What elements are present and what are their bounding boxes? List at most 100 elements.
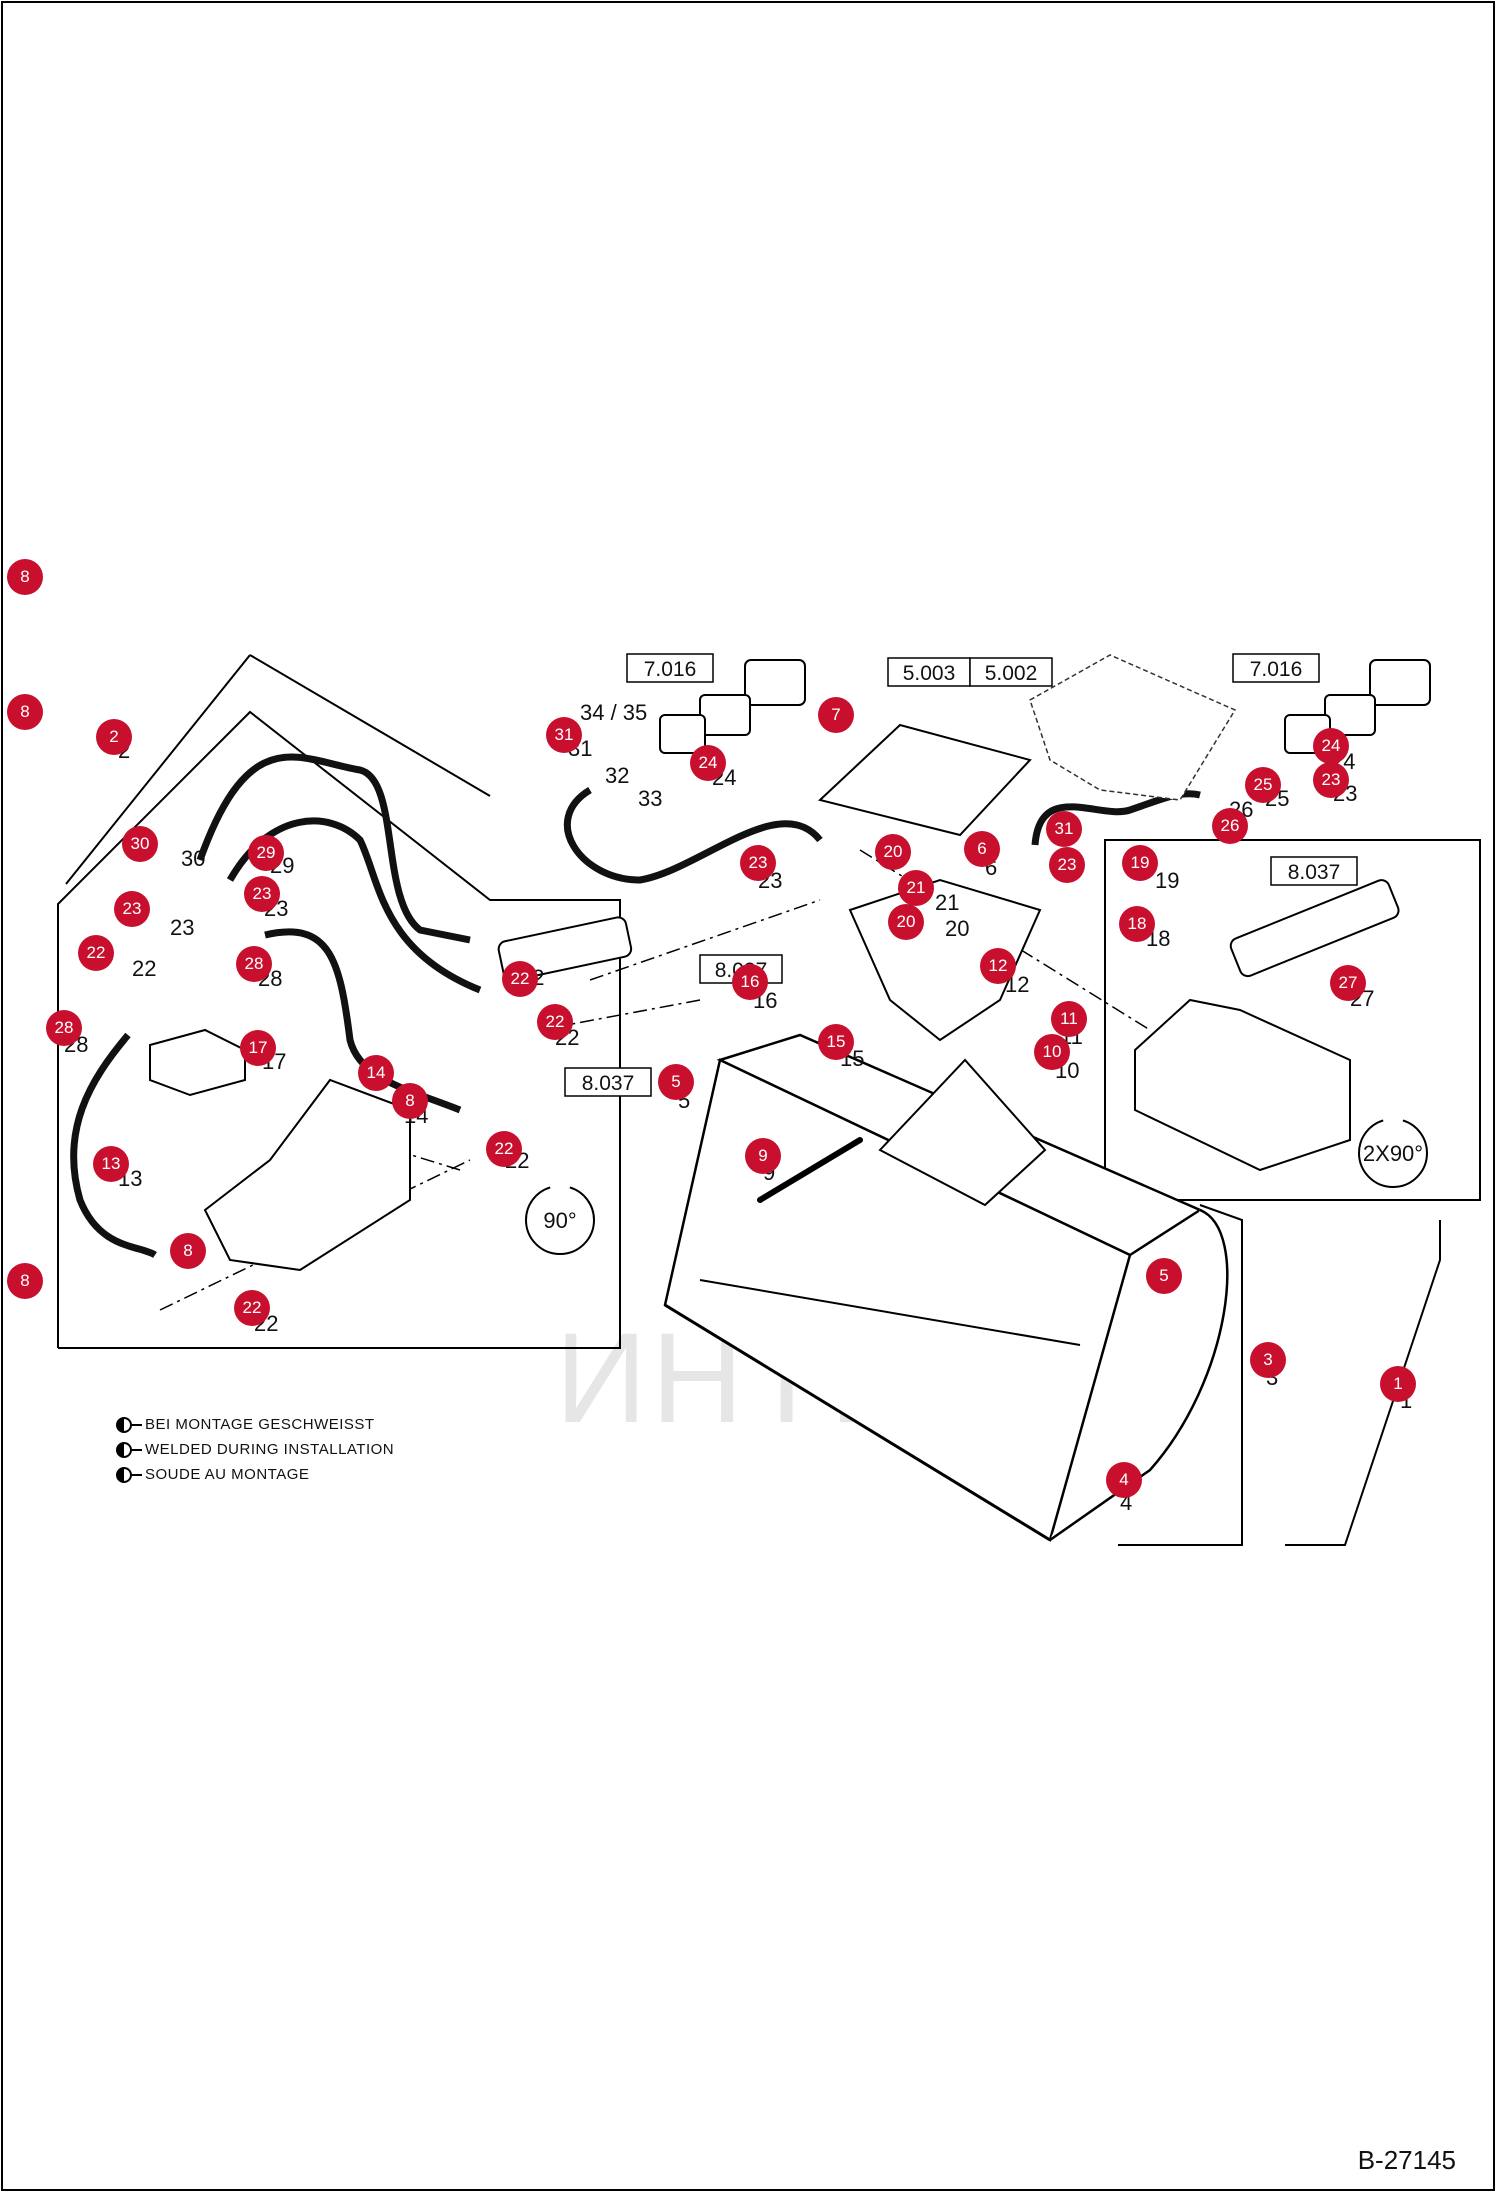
callout-marker: 23 xyxy=(114,891,150,927)
callout-marker: 3 xyxy=(1250,1342,1286,1378)
callout-marker: 20 xyxy=(888,904,924,940)
adapter-bracket xyxy=(1029,654,1237,801)
callout-marker: 9 xyxy=(745,1138,781,1174)
callout-marker: 25 xyxy=(1245,767,1281,803)
callout-marker: 23 xyxy=(1049,847,1085,883)
quick-coupler-right xyxy=(1284,659,1431,754)
callout-marker: 24 xyxy=(690,745,726,781)
part-label: 34 / 35 xyxy=(580,700,647,725)
callout-marker: 4 xyxy=(1106,1462,1142,1498)
rotation-indicator-90 xyxy=(525,1185,595,1255)
bracket-3 xyxy=(1118,1204,1243,1546)
hose-left-vertical xyxy=(70,1032,157,1259)
callout-marker: 22 xyxy=(502,961,538,997)
legend-item: BEI MONTAGE GESCHWEISST xyxy=(116,1412,394,1437)
callout-marker: 5 xyxy=(658,1064,694,1100)
callout-marker: 18 xyxy=(1119,906,1155,942)
callout-marker: 22 xyxy=(78,935,114,971)
left-outer-line xyxy=(65,654,251,885)
hose-top-center xyxy=(564,787,823,884)
ref-box-label: 8.037 xyxy=(582,1072,635,1095)
pivot-bracket xyxy=(203,1078,411,1272)
half-filled-circle-icon xyxy=(116,1416,132,1433)
legend-item: SOUDE AU MONTAGE xyxy=(116,1462,394,1487)
legend-dash xyxy=(132,1473,142,1476)
half-filled-circle-icon xyxy=(116,1441,132,1458)
inset-bracket xyxy=(1134,998,1351,1172)
hose-mid-left xyxy=(226,817,482,994)
ref-boxes xyxy=(564,653,1358,1097)
callout-marker: 23 xyxy=(1313,762,1349,798)
part-label: 19 xyxy=(1155,868,1179,893)
callout-marker: 16 xyxy=(732,964,768,1000)
callout-marker: 21 xyxy=(898,870,934,906)
legend-text: WELDED DURING INSTALLATION xyxy=(145,1441,395,1458)
callout-marker: 29 xyxy=(248,835,284,871)
callout-marker: 8 xyxy=(7,694,43,730)
callout-marker: 23 xyxy=(740,845,776,881)
valve-block xyxy=(149,1028,246,1097)
callout-marker: 26 xyxy=(1212,808,1248,844)
callout-marker: 28 xyxy=(46,1010,82,1046)
callout-marker: 15 xyxy=(818,1024,854,1060)
callout-marker: 24 xyxy=(1313,728,1349,764)
ref-box-label: 7.016 xyxy=(1250,658,1303,681)
document-id: B-27145 xyxy=(1357,2145,1456,2175)
callout-marker: 28 xyxy=(236,946,272,982)
half-filled-circle-icon xyxy=(116,1466,132,1483)
callout-marker: 14 xyxy=(358,1055,394,1091)
callout-marker: 8 xyxy=(392,1083,428,1119)
ref-box-label: 7.016 xyxy=(644,658,697,681)
callout-marker: 30 xyxy=(122,826,158,862)
rotation-indicator-2x90 xyxy=(1358,1118,1428,1188)
callout-marker: 6 xyxy=(964,831,1000,867)
callout-marker: 19 xyxy=(1122,845,1158,881)
hydraulic-cylinder-inset xyxy=(1229,879,1400,978)
rotation-label: 2X90° xyxy=(1363,1141,1423,1166)
callout-marker: 8 xyxy=(170,1233,206,1269)
legend-dash xyxy=(132,1423,142,1426)
right-inset-frame xyxy=(1104,839,1481,1201)
rotation-label: 90° xyxy=(543,1208,576,1233)
callout-marker: 31 xyxy=(1046,811,1082,847)
part-label: 32 xyxy=(605,763,629,788)
ref-box-label: 5.002 xyxy=(985,662,1038,685)
hose-upper-left xyxy=(196,753,471,944)
callout-marker: 13 xyxy=(93,1146,129,1182)
callout-marker: 10 xyxy=(1034,1034,1070,1070)
legend: BEI MONTAGE GESCHWEISST WELDED DURING IN… xyxy=(116,1412,394,1487)
ref-box-label: 8.037 xyxy=(1288,861,1341,884)
ref-box-label: 5.003 xyxy=(903,662,956,685)
callout-marker: 31 xyxy=(546,717,582,753)
legend-dash xyxy=(132,1448,142,1451)
callout-marker: 17 xyxy=(240,1030,276,1066)
bracket-1 xyxy=(1285,1220,1441,1546)
quick-coupler-left xyxy=(659,659,806,754)
part-label: 22 xyxy=(132,956,156,981)
callout-marker: 5 xyxy=(1146,1258,1182,1294)
legend-text: BEI MONTAGE GESCHWEISST xyxy=(145,1416,375,1433)
callout-marker: 27 xyxy=(1330,965,1366,1001)
callout-marker: 8 xyxy=(7,559,43,595)
part-label: 20 xyxy=(945,916,969,941)
callout-marker: 22 xyxy=(486,1131,522,1167)
bucket xyxy=(663,1033,1229,1542)
callout-marker: 2 xyxy=(96,719,132,755)
callout-marker: 1 xyxy=(1380,1366,1416,1402)
callout-marker: 11 xyxy=(1051,1001,1087,1037)
legend-text: SOUDE AU MONTAGE xyxy=(145,1466,310,1483)
part-label: 30 xyxy=(181,846,205,871)
callout-marker: 20 xyxy=(875,834,911,870)
callout-marker: 23 xyxy=(244,876,280,912)
left-assembly-outline xyxy=(57,710,621,1349)
mount-frame xyxy=(817,723,1032,837)
callout-marker: 8 xyxy=(7,1263,43,1299)
callout-marker: 22 xyxy=(537,1004,573,1040)
callout-marker: 12 xyxy=(980,948,1016,984)
part-label: 21 xyxy=(935,890,959,915)
callout-marker: 22 xyxy=(234,1290,270,1326)
part-label: 23 xyxy=(170,915,194,940)
callout-marker: 7 xyxy=(818,697,854,733)
